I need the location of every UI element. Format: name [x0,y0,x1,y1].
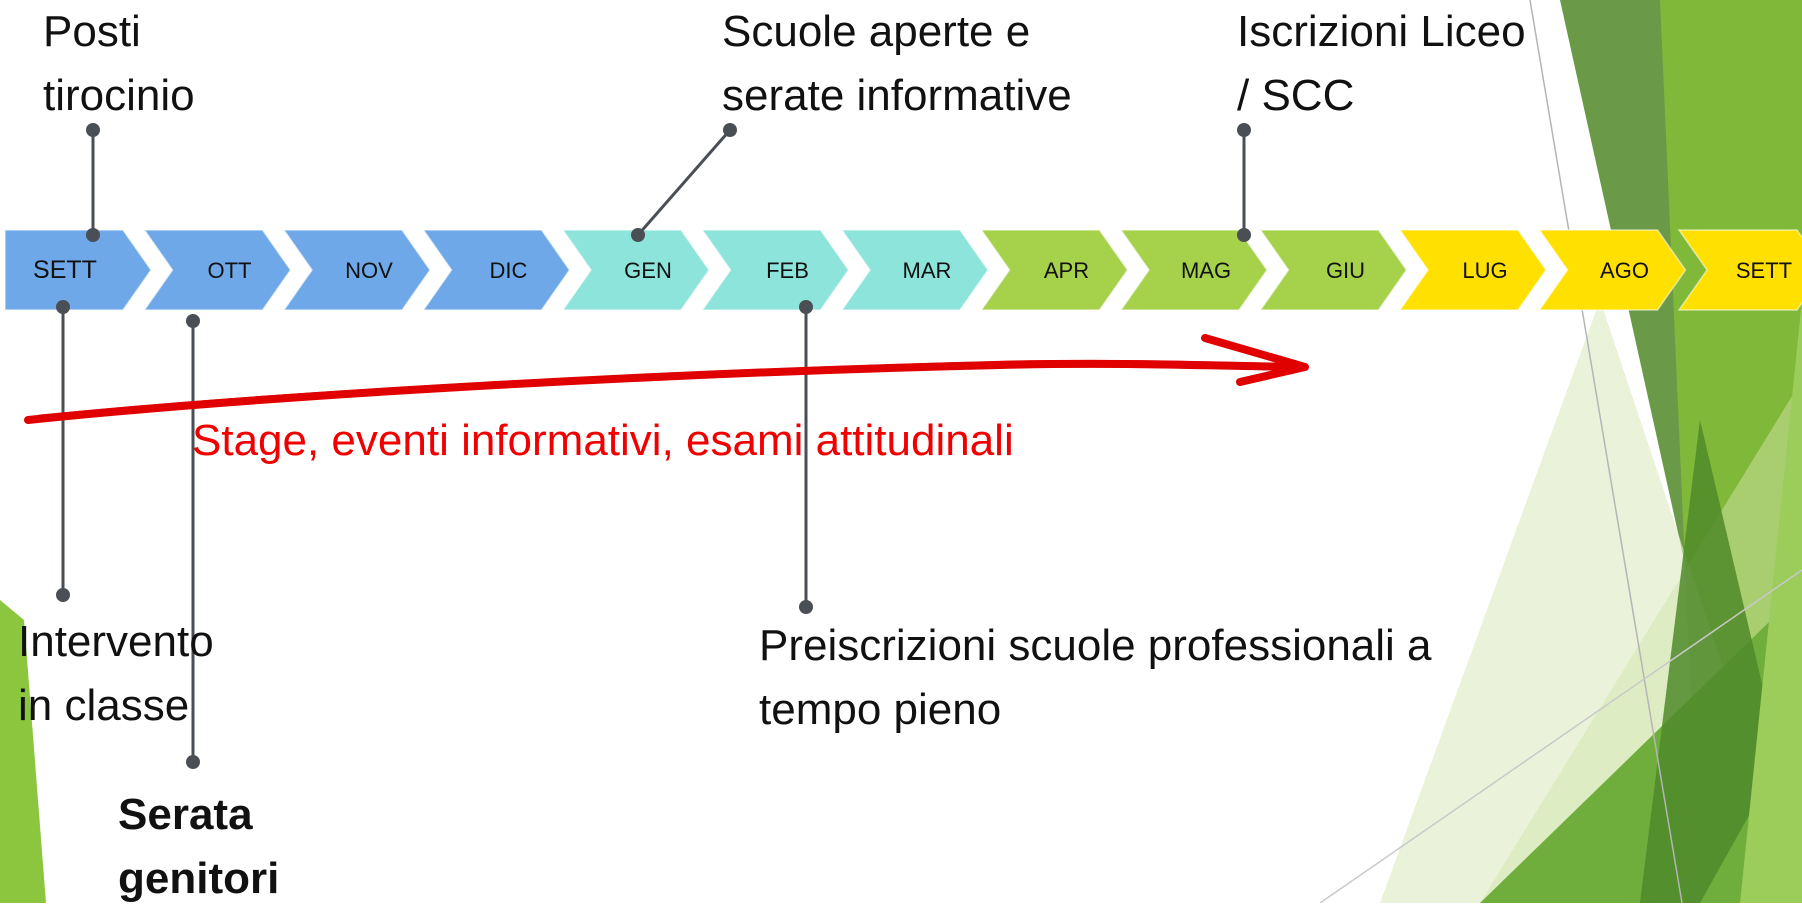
timeline-chevron [701,229,850,311]
label-stage-eventi: Stage, eventi informativi, esami attitud… [192,416,1014,465]
connector-dot [86,123,100,137]
timeline-month-label: SETT [33,256,97,284]
right-deep-green-shape [1640,420,1780,903]
timeline-chevron [561,229,710,311]
connector-dot [1237,228,1251,242]
right-bright-green-shape [1740,300,1802,903]
timeline-chevron [980,229,1129,311]
connector-dot [86,228,100,242]
timeline-segment: GIU [1259,229,1408,311]
connector-dot [799,600,813,614]
timeline-month-label: NOV [345,258,393,283]
connector-intervento-classe [56,300,70,602]
timeline-segment: SETT [1677,229,1802,311]
timeline-segment: LUG [1398,229,1547,311]
timeline-segment: OTT [143,229,292,311]
timeline-segment: AGO [1538,229,1687,311]
connector-dot [56,588,70,602]
connector-iscrizioni-liceo [1237,123,1251,242]
timeline-segment: NOV [282,229,431,311]
left-green-accent [0,600,46,903]
timeline-month-label: MAG [1181,258,1231,283]
timeline-segment: GEN [561,229,710,311]
arrow-shaft-texture [38,359,1292,418]
timeline-segment: APR [980,229,1129,311]
connector-dot [631,228,645,242]
timeline-segment: MAG [1119,229,1268,311]
connector-dot [186,755,200,769]
timeline-month-label: AGO [1600,258,1649,283]
timeline-month-label: APR [1044,258,1089,283]
label-iscrizioni-liceo: Iscrizioni Liceo / SCC [1237,7,1526,120]
timeline-chevron [840,229,989,311]
label-serata-genitori: Serata genitori [118,790,280,903]
timeline-chevron [1259,229,1408,311]
connector-scuole-aperte [631,123,737,242]
timeline-chevron [1119,229,1268,311]
arrow-shaft [24,359,1304,424]
connector-line [636,129,732,236]
connector-serata-genitori [186,314,200,769]
timeline-month-label: GIU [1326,258,1365,283]
timeline-month-label: DIC [490,258,528,283]
label-preiscrizioni: Preiscrizioni scuole professionali a tem… [759,621,1432,734]
timeline-chevron [4,229,152,311]
connector-dot [723,123,737,137]
timeline-bar: SETT OTT NOV DIC GEN FEB MAR APR MAG GIU LUG AGO SET… [4,229,1802,311]
arrow-head [1201,334,1309,386]
connector-dot [186,314,200,328]
label-intervento-classe: Intervento in classe [18,617,214,730]
label-posti-tirocinio: Posti tirocinio [43,7,195,120]
timeline-month-label: FEB [766,258,809,283]
connector-posti-tirocinio [86,123,100,242]
timeline-month-label: SETT [1736,258,1792,283]
decorative-thin-line [1529,0,1683,903]
connector-preiscrizioni [799,300,813,614]
connector-dot [799,300,813,314]
timeline-chevron [422,229,571,311]
timeline-month-label: MAR [903,258,952,283]
timeline-chevron [282,229,431,311]
connector-dot [1237,123,1251,137]
label-scuole-aperte: Scuole aperte e serate informative [722,7,1072,120]
timeline-segment: MAR [840,229,989,311]
timeline-month-label: GEN [624,258,672,283]
timeline-segment: FEB [701,229,850,311]
decorative-thin-line-diagonal [1319,569,1802,903]
timeline-month-label: LUG [1462,258,1507,283]
hand-drawn-arrow [24,334,1309,424]
timeline-segment: SETT [4,229,152,311]
timeline-chevron [1677,229,1802,311]
timeline-chevron [1538,229,1687,311]
connector-dot [56,300,70,314]
timeline-chevron [143,229,292,311]
timeline-chevron [1398,229,1547,311]
timeline-month-label: OTT [208,258,252,283]
timeline-segment: DIC [422,229,571,311]
